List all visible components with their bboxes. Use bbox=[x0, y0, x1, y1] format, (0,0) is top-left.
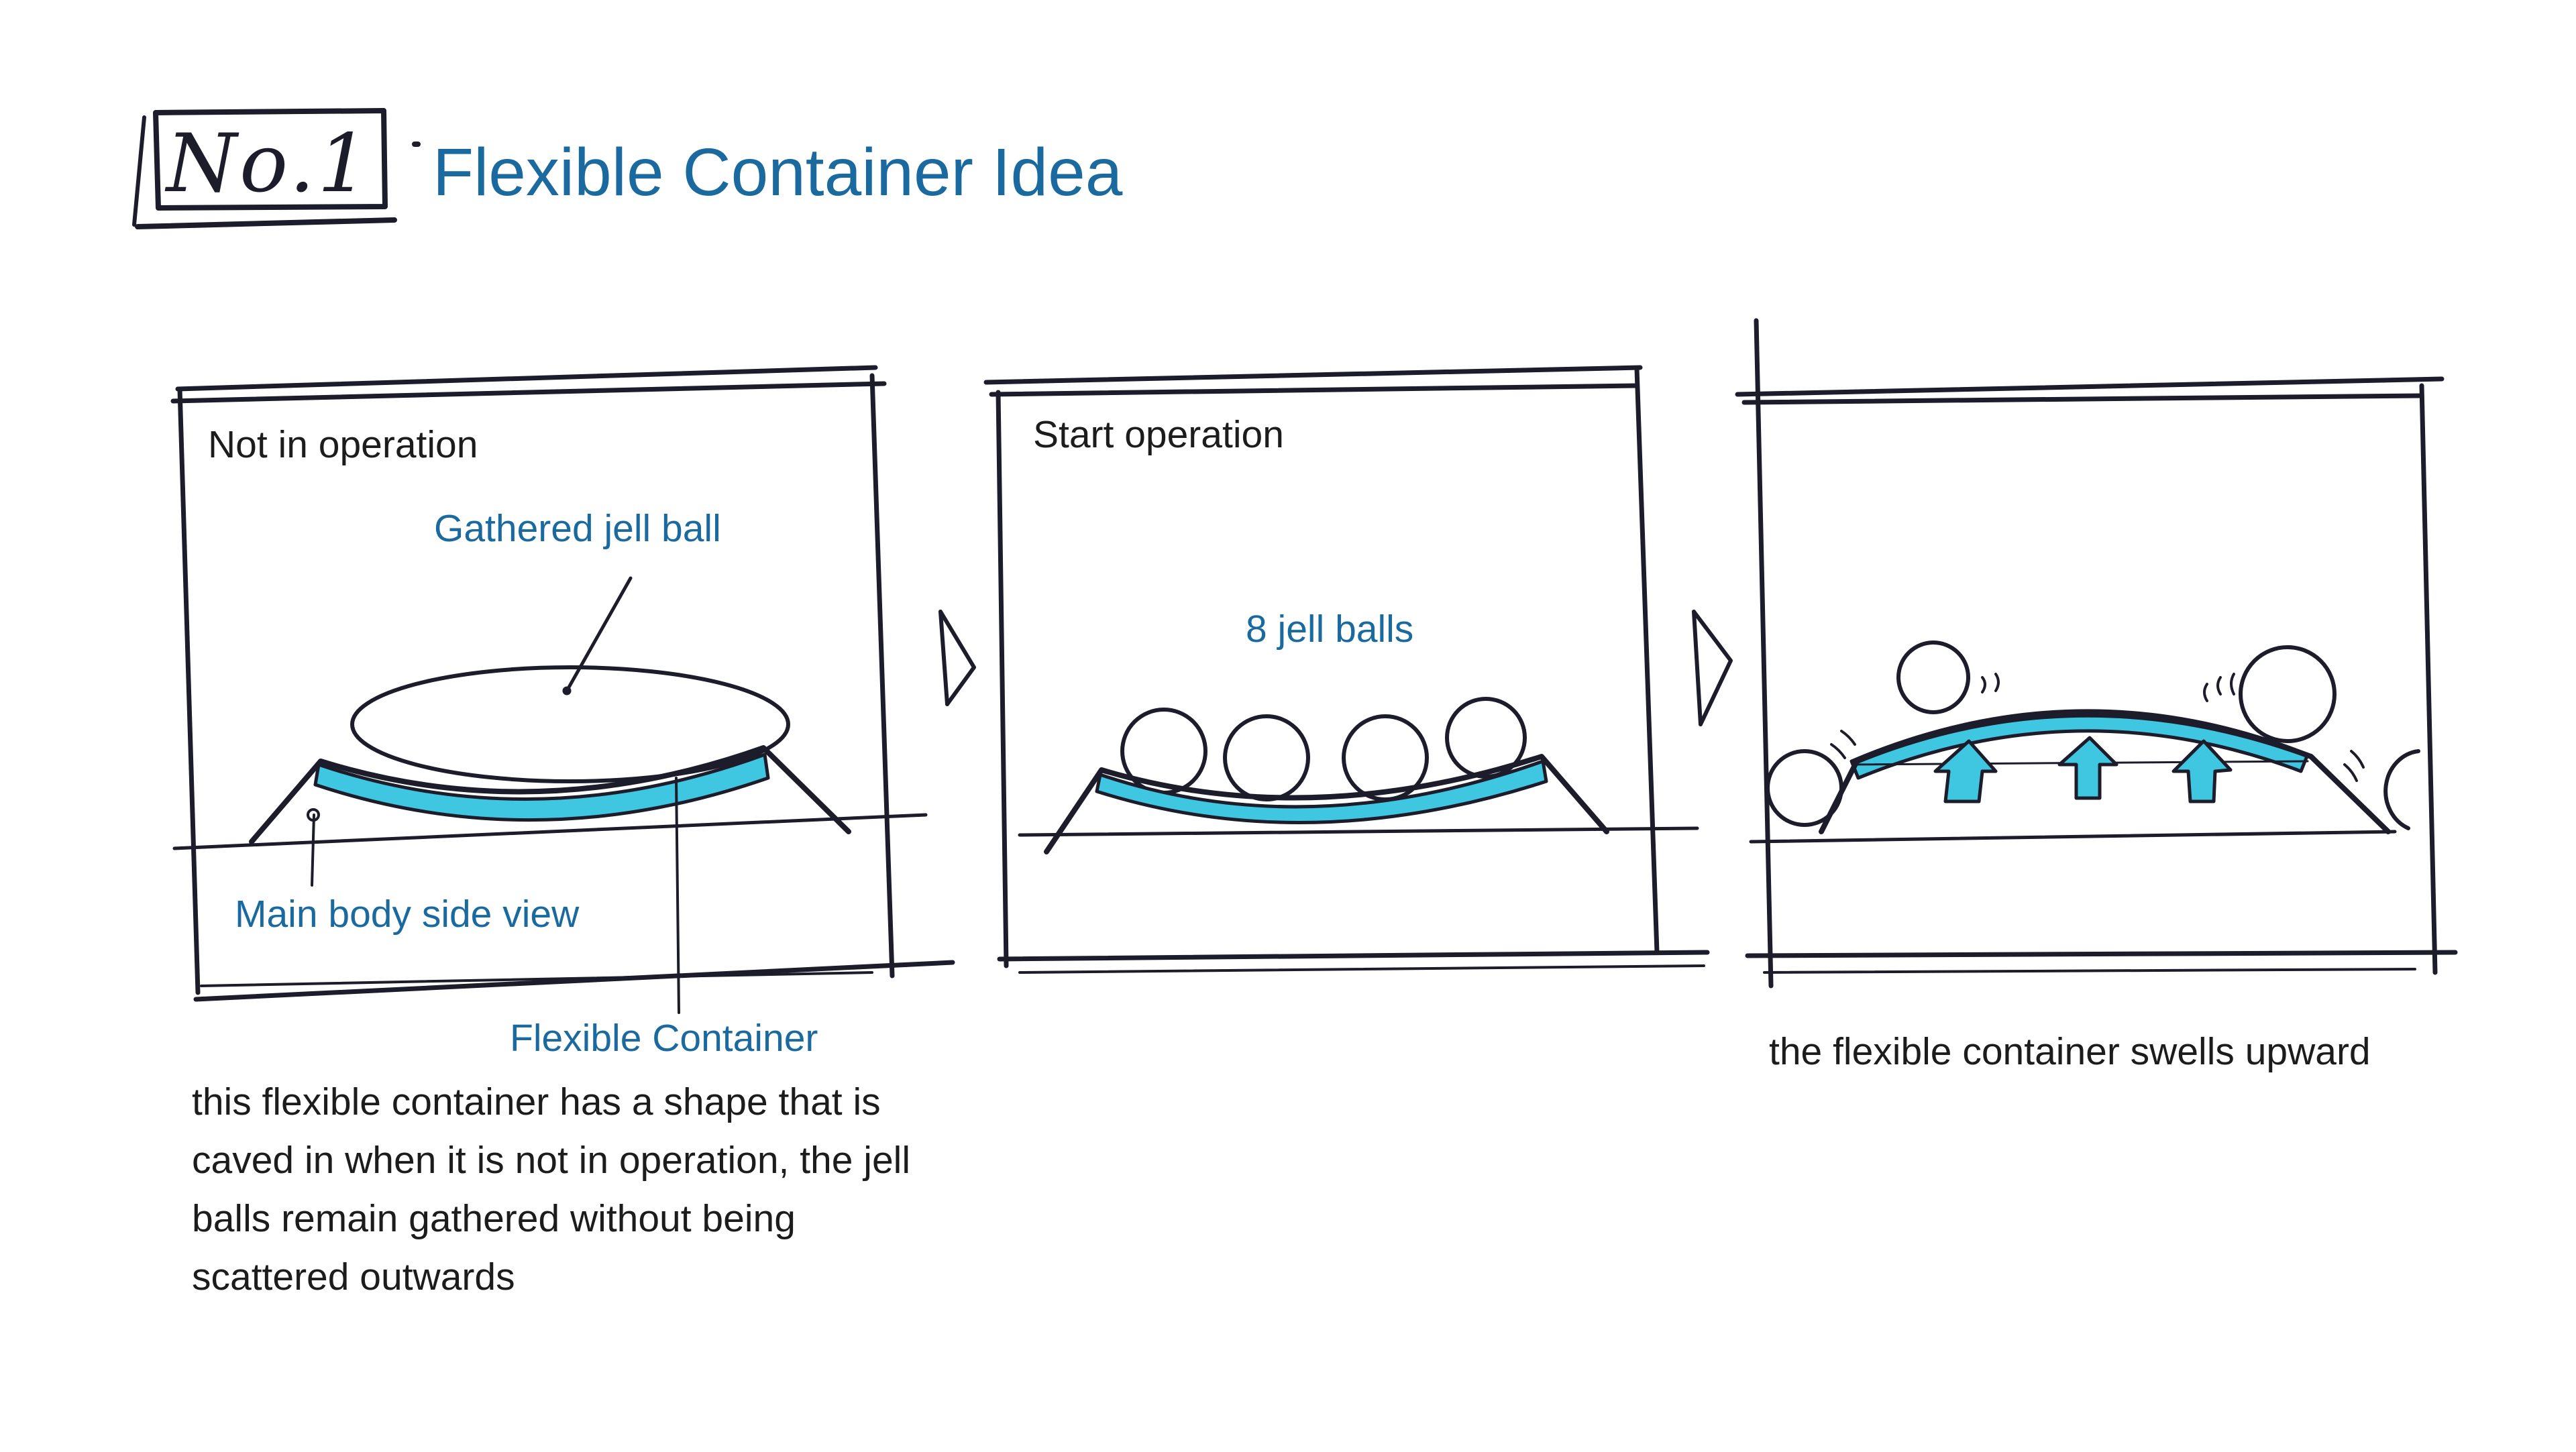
panel-3-frame bbox=[1735, 318, 2458, 989]
panel-1-drawing bbox=[172, 576, 928, 1014]
panel-1-frame bbox=[170, 365, 955, 1002]
gathered-jell-ball-label: Gathered jell ball bbox=[434, 507, 721, 550]
panel-3-caption: the flexible container swells upward bbox=[1769, 1030, 2371, 1073]
panel-1-caption: this flexible container has a shape that… bbox=[192, 1080, 910, 1298]
badge-frame bbox=[132, 108, 421, 229]
main-body-label: Main body side view bbox=[235, 893, 580, 936]
badge-text: No.1 bbox=[166, 117, 372, 211]
arrow-1 bbox=[938, 610, 976, 706]
panel-3-drawing bbox=[1749, 640, 2420, 844]
panel-2-state-label: Start operation bbox=[1033, 413, 1284, 456]
jell-balls-count-label: 8 jell balls bbox=[1246, 608, 1414, 651]
panel-1-state-label: Not in operation bbox=[208, 423, 478, 466]
panel-2-drawing bbox=[1018, 697, 1699, 854]
flexible-container-label: Flexible Container bbox=[510, 1017, 818, 1060]
panel-2-frame bbox=[983, 365, 1710, 974]
arrow-2 bbox=[1692, 610, 1733, 726]
page-title: Flexible Container Idea bbox=[433, 135, 1123, 210]
